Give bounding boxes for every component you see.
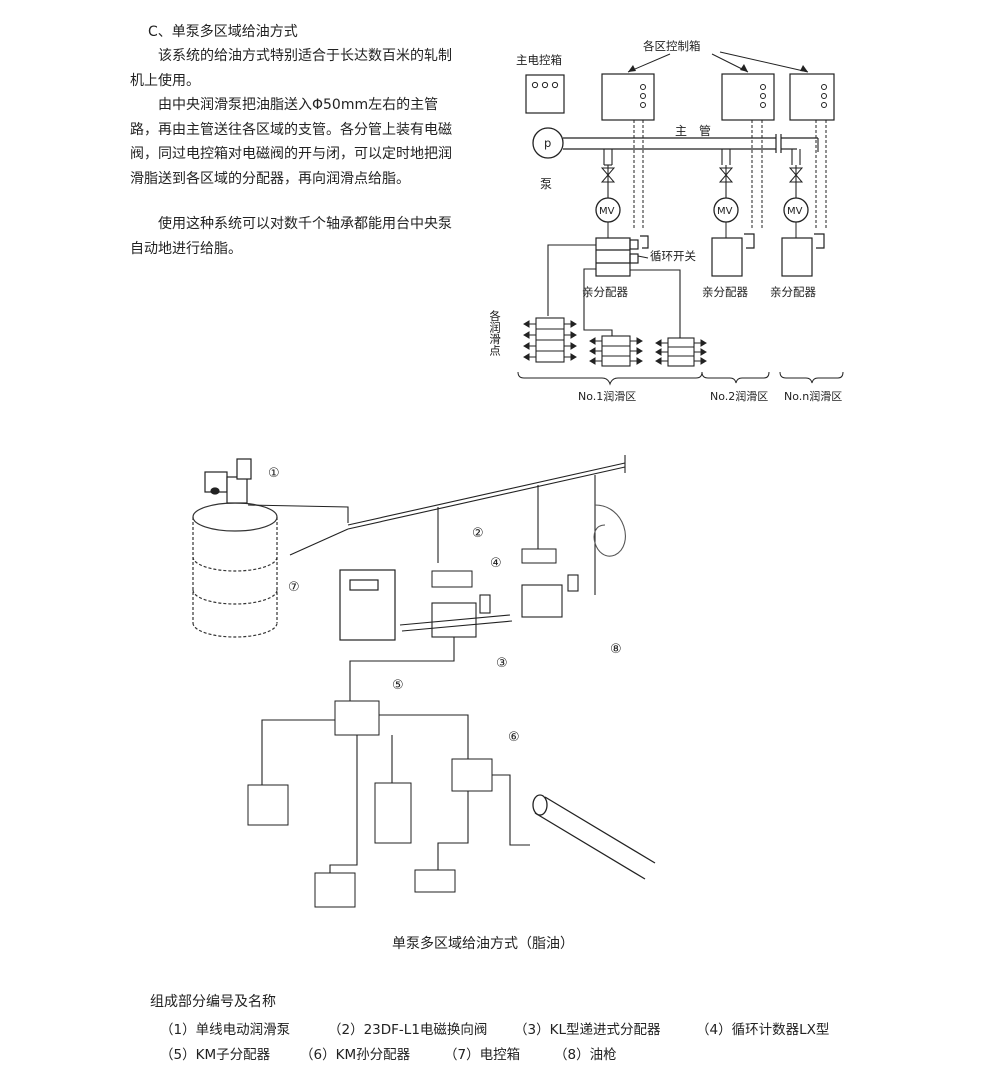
lube-points-label: 各润滑点 (490, 309, 502, 357)
component-5: （5）KM子分配器 (160, 1047, 271, 1063)
parent-distributor-1 (595, 235, 649, 277)
parent-distributor-3 (781, 233, 825, 277)
valve-1 (600, 167, 616, 183)
pump-letter: p (544, 136, 551, 150)
mv-label-1: MV (599, 206, 615, 217)
bearing-block (414, 869, 456, 893)
lube-pump (204, 458, 252, 504)
zone-control-boxes-label: 各区控制箱 (643, 39, 701, 53)
km-sub-distributor (334, 700, 380, 736)
main-control-box (525, 74, 565, 114)
marker-7: ⑦ (288, 580, 300, 595)
sub-distributor-1 (535, 317, 565, 363)
roller-shaft (532, 794, 656, 880)
kl-distributor-2 (521, 574, 579, 618)
component-3: （3）KL型递进式分配器 (514, 1022, 661, 1038)
section-heading: C、单泵多区域给油方式 (148, 24, 298, 40)
marker-5: ⑤ (392, 678, 404, 693)
mv-label-3: MV (787, 206, 803, 217)
marker-1: ① (268, 466, 280, 481)
components-title: 组成部分编号及名称 (150, 994, 276, 1010)
main-control-box-label: 主电控箱 (516, 53, 562, 67)
paragraph-2: 由中央润滑泵把油脂送入Φ50mm左右的主管路，再由主管送往各区域的支管。各分管上… (130, 97, 452, 187)
zone-n-label: No.n润滑区 (784, 389, 842, 403)
valve-3 (788, 167, 804, 183)
paragraph-1: 该系统的给油方式特别适合于长达数百米的轧制机上使用。 (130, 48, 452, 89)
component-7: （7）电控箱 (444, 1047, 521, 1063)
sub-distributor-2 (601, 335, 631, 367)
component-4: （4）循环计数器LX型 (696, 1022, 830, 1038)
grease-drum (192, 502, 278, 638)
km-grand-distributor (451, 758, 493, 792)
component-2: （2）23DF-L1电磁换向阀 (328, 1022, 488, 1038)
component-8: （8）油枪 (554, 1047, 617, 1063)
zone-braces (517, 371, 844, 386)
solenoid-valve-2 (521, 548, 557, 564)
system-illustration: ① ② ③ ④ ⑤ ⑥ ⑦ ⑧ (192, 455, 656, 908)
marker-4: ④ (490, 556, 502, 571)
distributor-label-3: 亲分配器 (770, 285, 816, 299)
valve-2 (718, 167, 734, 183)
marker-3: ③ (496, 656, 508, 671)
control-cabinet (339, 569, 396, 641)
sub-distributor-3 (667, 337, 695, 367)
pump (532, 127, 564, 159)
main-pipe-label: 主 管 (675, 123, 711, 138)
main-pipe (563, 134, 818, 153)
component-1: （1）单线电动润滑泵 (160, 1022, 291, 1038)
system-schematic: 主电控箱 各区控制箱 p 泵 主 管 (490, 39, 844, 403)
pump-label: 泵 (540, 177, 552, 191)
illustration-caption: 单泵多区域给油方式（脂油） (392, 936, 574, 952)
mv-label-2: MV (717, 206, 733, 217)
distributor-label-1: 亲分配器 (582, 285, 628, 299)
zone-2-label: No.2润滑区 (710, 389, 768, 403)
marker-6: ⑥ (508, 730, 520, 745)
zone-1-label: No.1润滑区 (578, 389, 636, 403)
zone-control-box-3 (789, 73, 835, 121)
component-6: （6）KM孙分配器 (300, 1047, 411, 1063)
solenoid-valve-1 (431, 570, 473, 588)
marker-2: ② (472, 526, 484, 541)
zone-control-box-1 (601, 73, 655, 121)
kl-distributor-1 (399, 594, 513, 638)
main-pipe-iso (247, 455, 626, 556)
zone-control-box-2 (721, 73, 775, 121)
marker-8: ⑧ (610, 642, 622, 657)
parent-distributor-2 (711, 233, 755, 277)
paragraph-3: 使用这种系统可以对数千个轴承都能用台中央泵自动地进行给脂。 (130, 216, 452, 257)
cycle-switch-label: 循环开关 (650, 249, 696, 263)
distributor-label-2: 亲分配器 (702, 285, 748, 299)
